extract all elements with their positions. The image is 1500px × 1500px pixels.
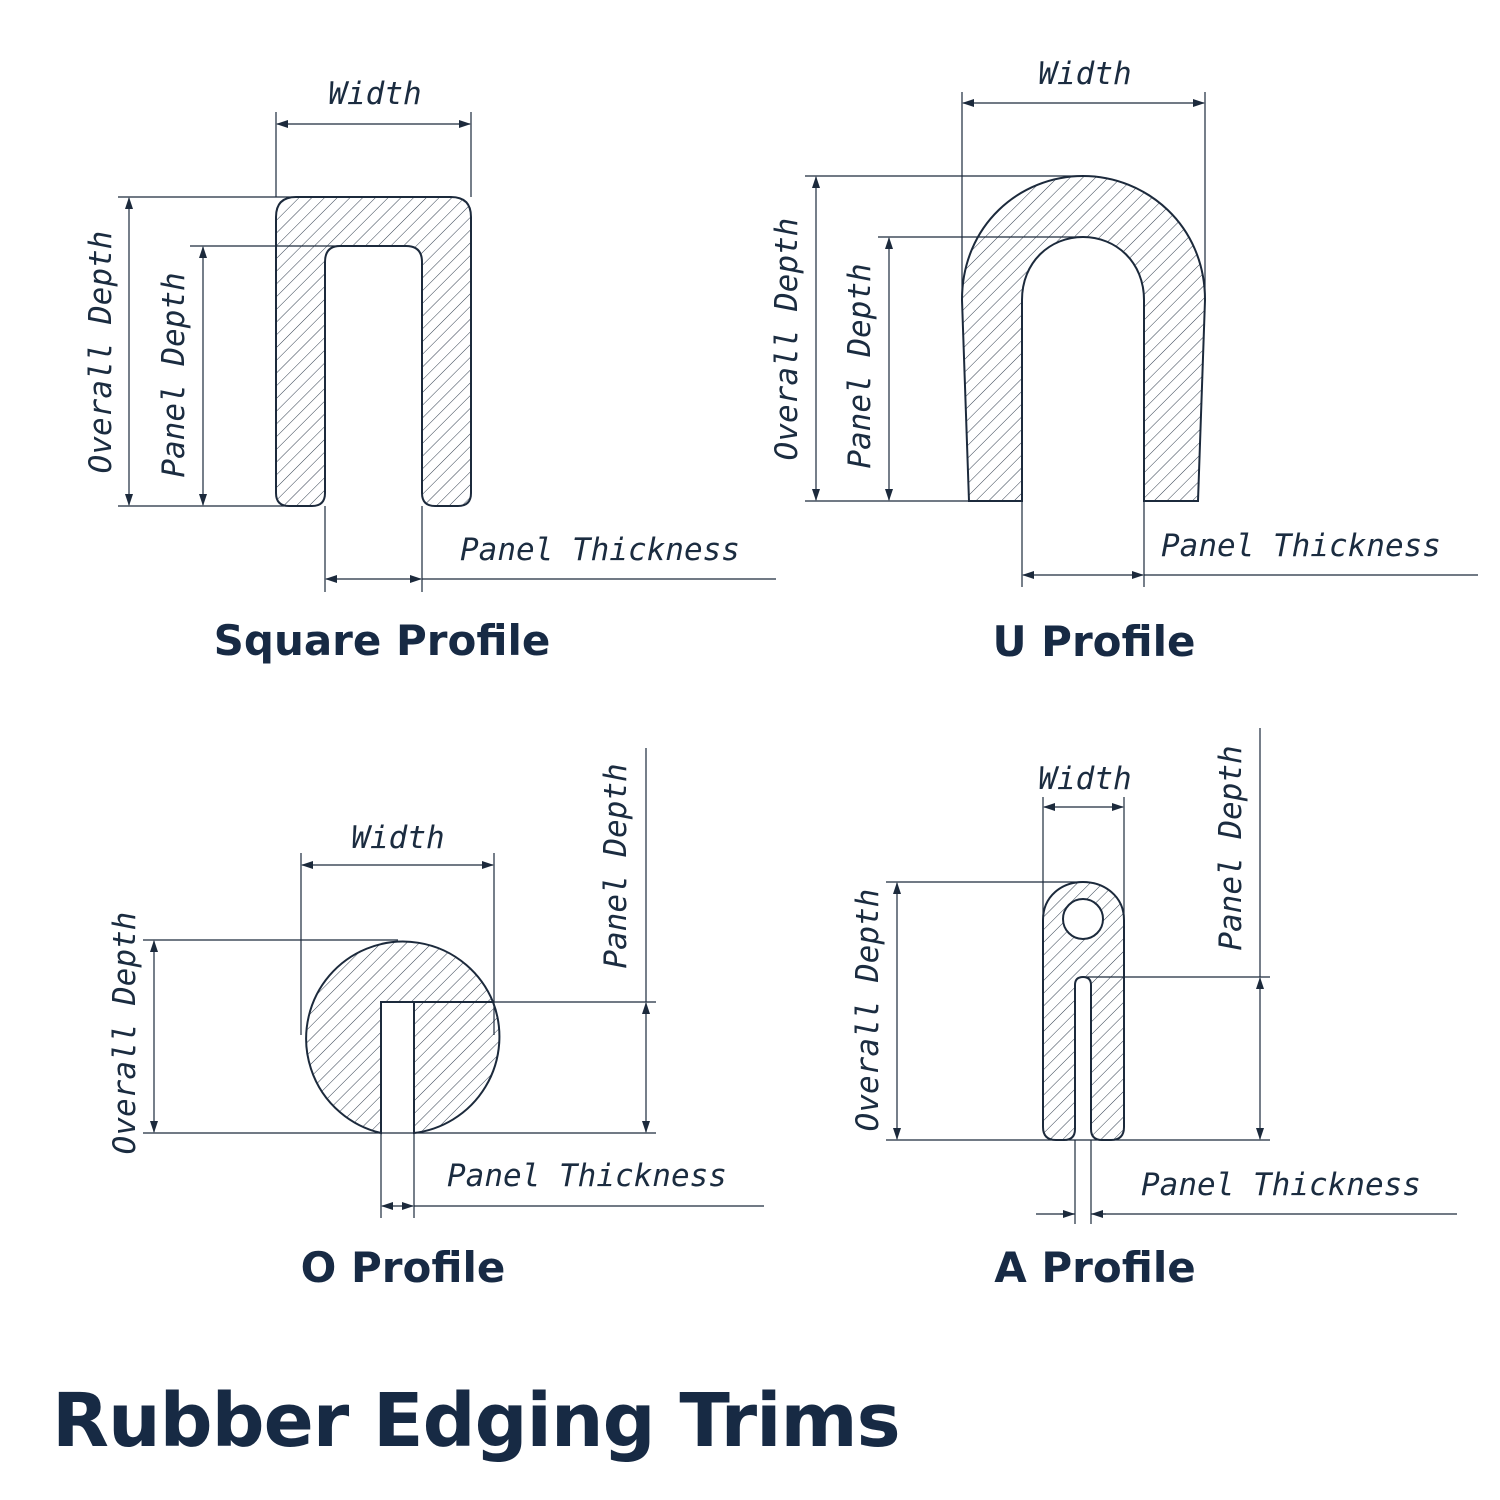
u-panel-thickness-label: Panel Thickness [1161,528,1441,564]
square-panel-depth-label: Panel Depth [156,272,192,477]
u-overall-depth-label: Overall Depth [769,218,805,461]
a-panel-thickness-label: Panel Thickness [1141,1167,1421,1203]
u-profile: Width Overall Depth Panel Depth Panel Th… [769,56,1478,666]
square-width-label: Width [328,76,421,112]
square-panel-thickness-label: Panel Thickness [460,532,740,568]
o-profile-title: O Profile [301,1243,506,1292]
a-overall-depth-label: Overall Depth [850,889,886,1132]
o-profile: Width Overall Depth Panel Depth Panel Th… [107,748,764,1292]
u-panel-depth-label: Panel Depth [842,263,878,468]
square-profile-shape [275,196,472,507]
a-profile: Width Overall Depth Panel Depth Panel Th… [850,728,1457,1292]
a-panel-depth-label: Panel Depth [1213,745,1249,950]
u-profile-title: U Profile [992,617,1195,666]
square-profile-title: Square Profile [214,616,551,665]
o-panel-thickness-label: Panel Thickness [447,1158,727,1194]
o-width-label: Width [351,820,444,856]
square-overall-depth-label: Overall Depth [83,231,119,474]
a-profile-title: A Profile [994,1243,1196,1292]
o-profile-shape [305,940,501,1135]
u-profile-shape [960,174,1207,502]
u-width-label: Width [1038,56,1131,92]
a-profile-shape [1042,880,1125,1141]
o-panel-depth-label: Panel Depth [598,763,634,968]
a-width-label: Width [1038,761,1131,797]
page-title: Rubber Edging Trims [52,1378,901,1464]
square-profile: Width Overall Depth Panel Depth Panel Th… [83,76,776,665]
o-overall-depth-label: Overall Depth [107,912,143,1155]
